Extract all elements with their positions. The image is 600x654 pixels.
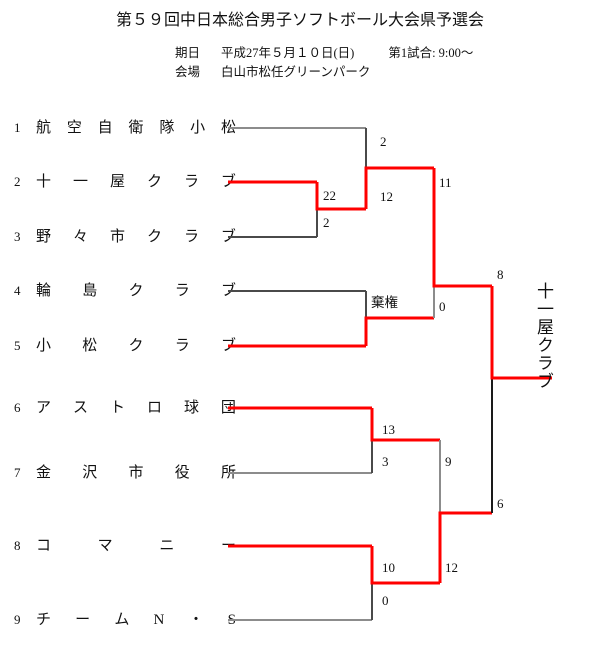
team-7-char-3: 役	[174, 465, 190, 481]
team-1-char-4: 隊	[159, 120, 175, 136]
team-7-char-0: 金	[36, 465, 52, 481]
team-name-6: ア ス ト ロ 球 団	[36, 398, 236, 418]
score-r2-m2-forfeit: 棄権	[371, 295, 398, 310]
score-r1-m1-top: 22	[323, 188, 336, 203]
seed-number-5: 5	[14, 338, 21, 353]
team-5-char-2: ク	[128, 338, 144, 354]
seed-number-3: 3	[14, 229, 21, 244]
team-9-char-0: チ	[36, 612, 52, 628]
page-title: 第５９回中日本総合男子ソフトボール大会県予選会	[115, 12, 484, 29]
connector-r2-m3-winner	[370, 408, 440, 442]
team-6-char-4: 球	[183, 400, 199, 416]
score-r2-m1-bottom: 12	[380, 189, 393, 204]
team-4-char-0: 輪	[36, 283, 52, 299]
team-1-char-5: 小	[190, 120, 206, 136]
first-game-time: 第1試合: 9:00〜	[388, 46, 474, 60]
team-name-1: 航 空 自 衛 隊 小 松	[36, 118, 236, 138]
team-name-8: コ マ ニ ー	[36, 536, 236, 556]
team-name-5: 小 松 ク ラ ブ	[36, 336, 236, 356]
team-9-char-2: ム	[114, 612, 130, 628]
connector-r3-m2-winner	[438, 511, 492, 583]
team-3-char-4: ラ	[183, 229, 199, 245]
team-9-char-4: ・	[188, 612, 204, 628]
date-label: 期日	[175, 46, 201, 60]
team-2-char-3: ク	[146, 174, 162, 190]
venue-label: 会場	[175, 65, 201, 79]
team-8-char-2: ニ	[159, 538, 175, 554]
team-6-char-3: ロ	[146, 400, 162, 416]
champion-name: 十一屋クラブ	[534, 282, 553, 390]
team-2-char-4: ラ	[183, 174, 199, 190]
seed-number-7: 7	[14, 465, 21, 480]
team-7-char-2: 市	[128, 465, 144, 481]
meta-row-date: 期日 平成27年５月１０日(日) 第1試合: 9:00〜	[175, 44, 473, 63]
meta-row-venue: 会場 白山市松任グリーンパーク	[175, 63, 473, 82]
score-r3-m1-bottom: 0	[439, 299, 446, 314]
seed-number-1: 1	[14, 120, 21, 135]
team-name-4: 輪 島 ク ラ ブ	[36, 281, 236, 301]
event-meta: 期日 平成27年５月１０日(日) 第1試合: 9:00〜 会場 白山市松任グリーンパー…	[175, 44, 473, 82]
score-final-top: 8	[497, 267, 504, 282]
connector-r2-m1-winner	[364, 166, 434, 209]
team-9-char-3: N	[153, 612, 165, 628]
team-5-char-1: 松	[82, 338, 98, 354]
score-r2-m3-top: 13	[382, 422, 395, 437]
team-1-char-2: 自	[97, 120, 113, 136]
team-5-char-3: ラ	[174, 338, 190, 354]
seed-number-6: 6	[14, 400, 21, 415]
score-r3-m1-top: 11	[439, 175, 452, 190]
team-3-char-2: 市	[109, 229, 125, 245]
seed-number-4: 4	[14, 283, 21, 298]
team-6-char-2: ト	[109, 400, 125, 416]
connector-r2-m4-winner	[370, 546, 440, 585]
team-1-char-1: 空	[66, 120, 82, 136]
team-2-char-0: 十	[36, 174, 52, 190]
team-3-char-1: 々	[72, 229, 88, 245]
score-r2-m3-bottom: 3	[382, 454, 389, 469]
connector-r1-m1-winner	[315, 182, 366, 211]
score-r2-m4-top: 10	[382, 560, 395, 575]
team-6-char-1: ス	[72, 400, 88, 416]
team-5-char-0: 小	[36, 338, 52, 354]
score-r2-m1-top: 2	[380, 134, 387, 149]
team-4-char-3: ラ	[174, 283, 190, 299]
team-8-char-0: コ	[36, 538, 52, 554]
venue-value: 白山市松任グリーンパーク	[221, 65, 371, 79]
seed-number-2: 2	[14, 174, 21, 189]
score-r3-m2-top: 9	[445, 454, 452, 469]
team-2-char-2: 屋	[109, 174, 125, 190]
team-4-char-1: 島	[82, 283, 98, 299]
team-3-char-0: 野	[36, 229, 52, 245]
connector-r2-m2-winner	[364, 316, 434, 346]
team-4-char-2: ク	[128, 283, 144, 299]
connector-final-winner	[490, 286, 552, 380]
team-9-char-1: ー	[75, 612, 91, 628]
team-1-char-0: 航	[36, 120, 52, 136]
score-r1-m1-bottom: 2	[323, 215, 330, 230]
team-name-7: 金 沢 市 役 所	[36, 463, 236, 483]
team-8-char-1: マ	[97, 538, 113, 554]
score-r2-m4-bottom: 0	[382, 593, 389, 608]
team-2-char-1: 一	[72, 174, 88, 190]
team-3-char-3: ク	[146, 229, 162, 245]
seed-number-9: 9	[14, 612, 21, 627]
team-name-2: 十 一 屋 ク ラ ブ	[36, 172, 236, 192]
score-final-bottom: 6	[497, 496, 504, 511]
score-r3-m2-bottom: 12	[445, 560, 458, 575]
team-7-char-1: 沢	[82, 465, 98, 481]
team-1-char-3: 衛	[128, 120, 144, 136]
connector-r3-m1-winner	[432, 168, 492, 288]
seed-number-8: 8	[14, 538, 21, 553]
date-value: 平成27年５月１０日(日)	[221, 46, 355, 60]
team-6-char-0: ア	[36, 400, 52, 416]
